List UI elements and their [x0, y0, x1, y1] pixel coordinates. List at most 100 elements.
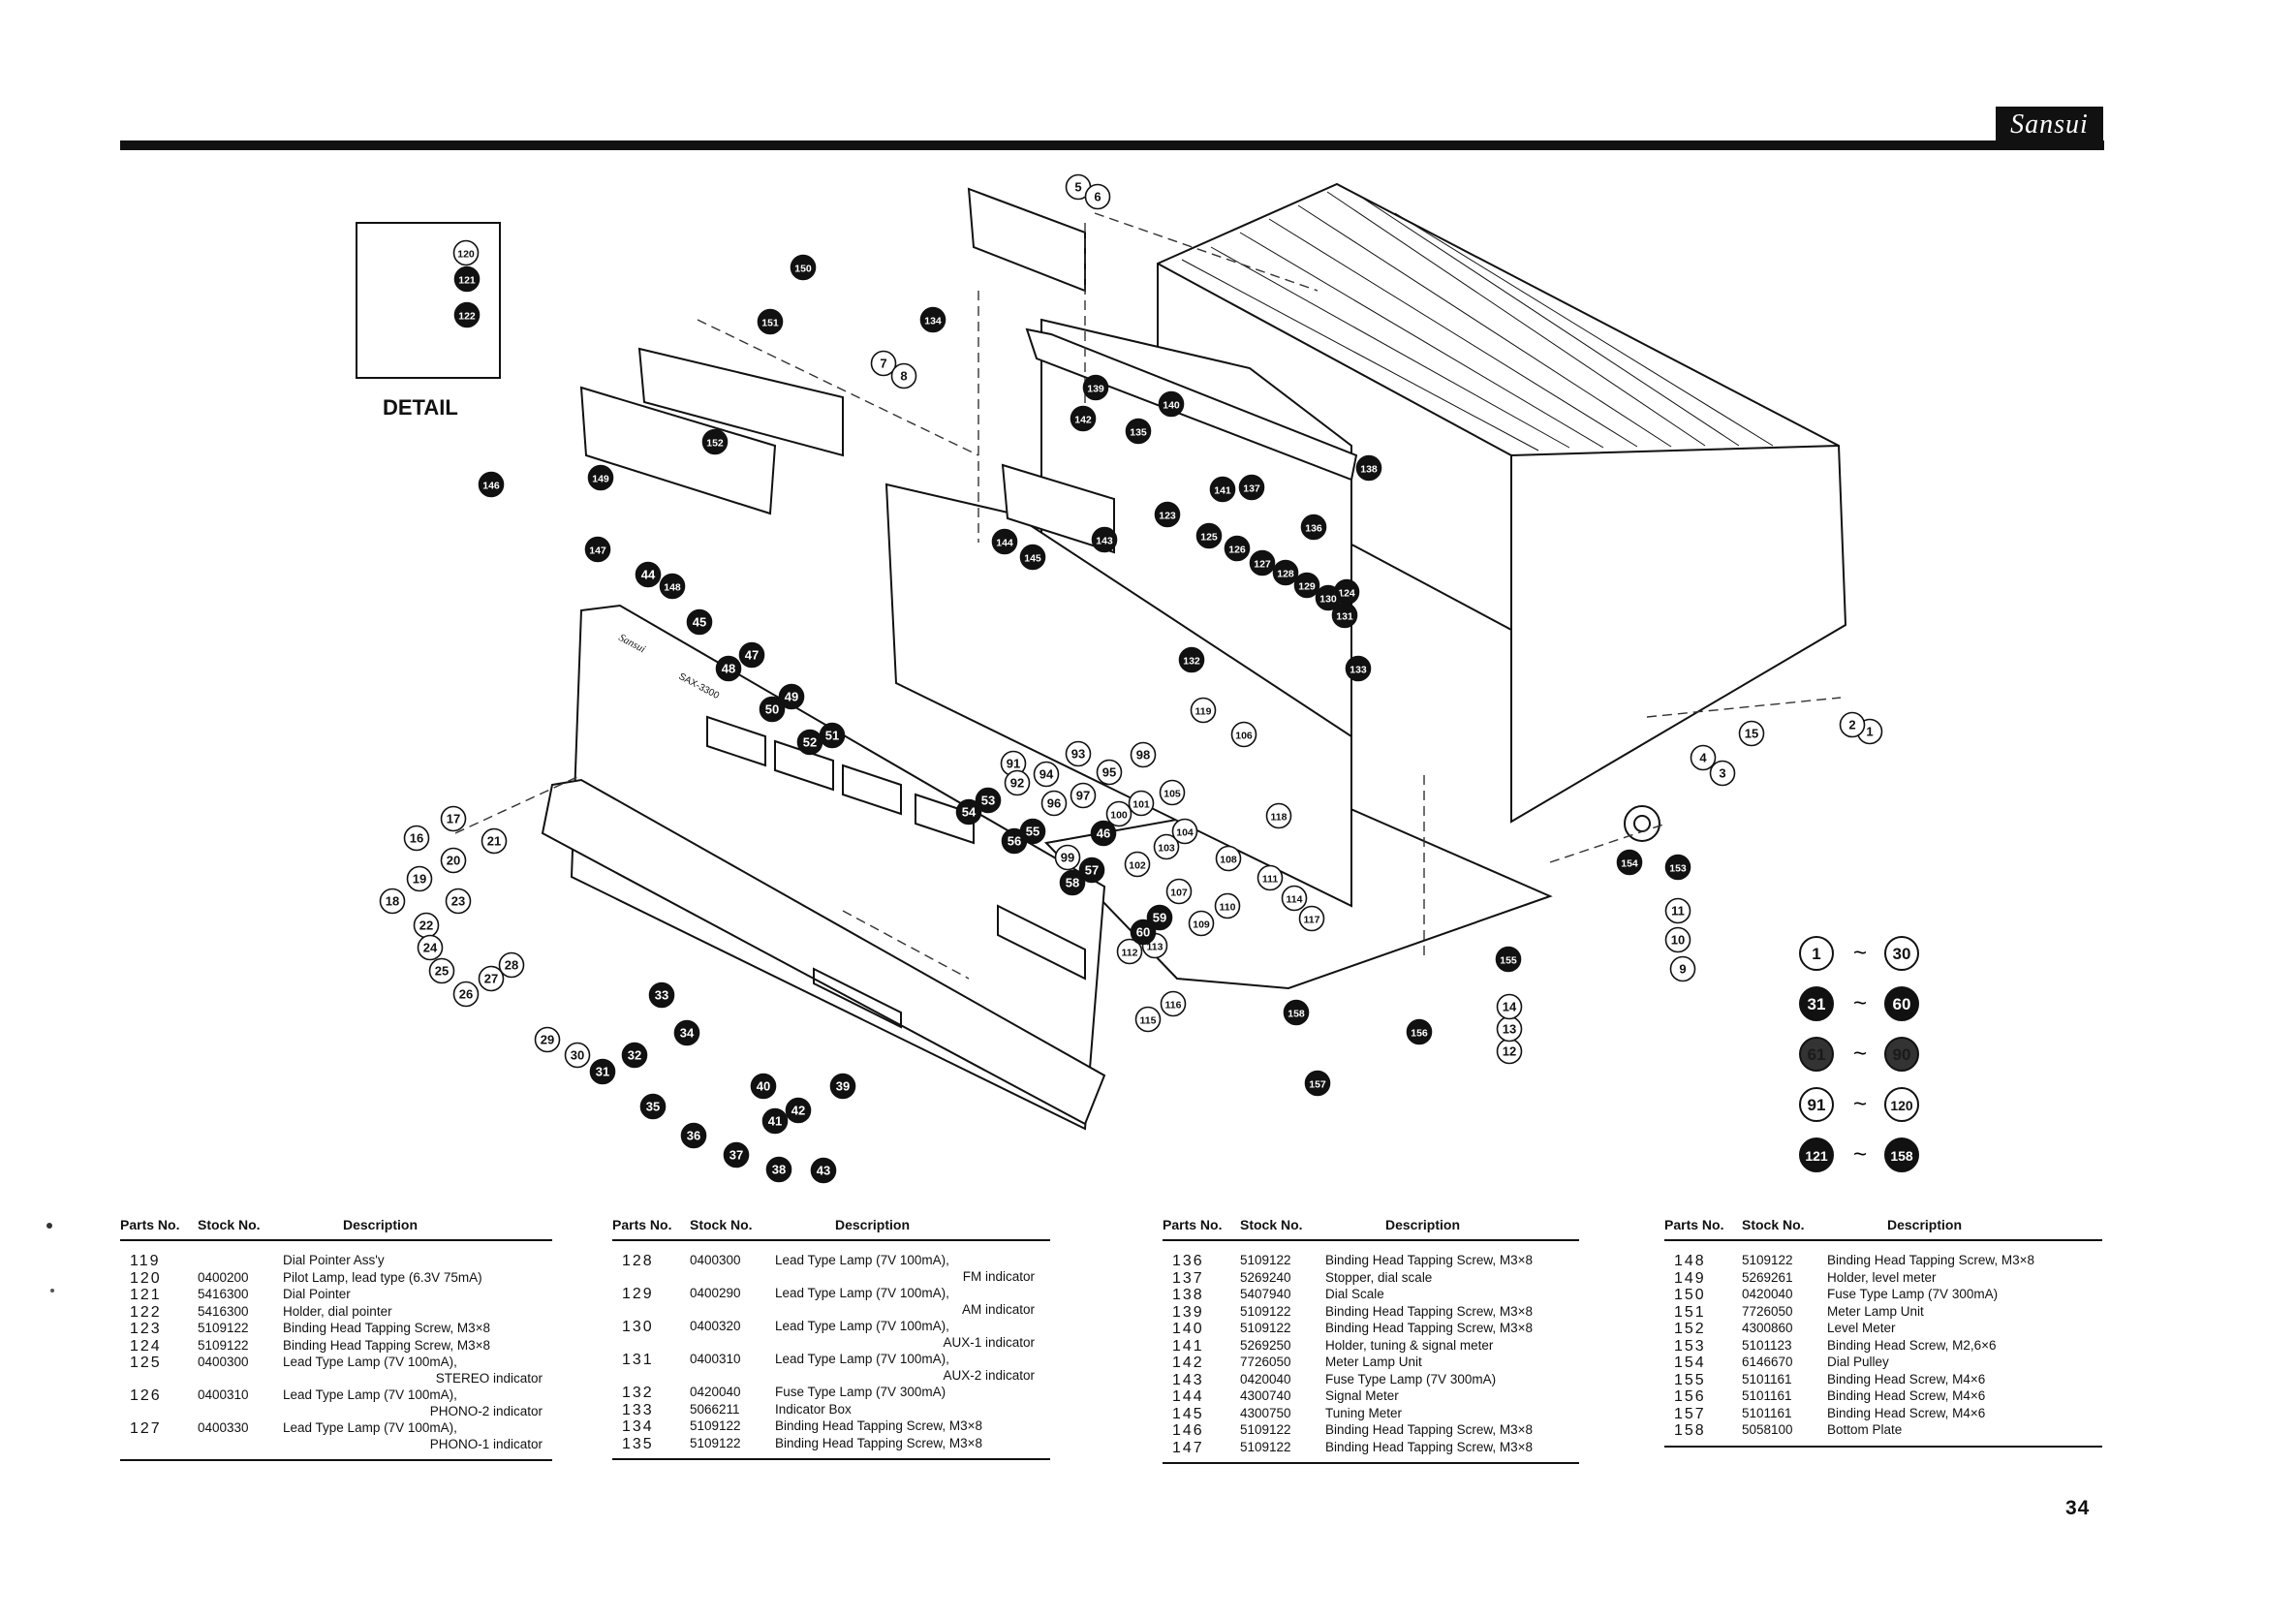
- callout-38: 38: [765, 1156, 792, 1183]
- callout-label: 40: [757, 1079, 770, 1094]
- column-header-stock-no: Stock No.: [690, 1217, 753, 1232]
- callout-94: 94: [1033, 761, 1060, 788]
- cell-desc: Fuse Type Lamp (7V 300mA): [1827, 1287, 1999, 1301]
- cell-stock: 5109122: [690, 1435, 741, 1450]
- callout-label: 20: [447, 854, 460, 868]
- callout-label: 34: [680, 1026, 695, 1041]
- callout-21: 21: [481, 827, 508, 855]
- cell-stock: 5109122: [1240, 1321, 1291, 1335]
- cover-shading: [1181, 191, 1774, 452]
- callout-53: 53: [975, 787, 1002, 814]
- callout-label: 58: [1066, 876, 1079, 890]
- table-header: Parts No.Stock No.Description: [612, 1214, 1050, 1241]
- callout-label: 137: [1243, 483, 1260, 495]
- legend-marker: [1884, 1037, 1919, 1072]
- callout-label: 158: [1288, 1009, 1305, 1020]
- callout-135: 135: [1125, 418, 1152, 445]
- callout-label: 92: [1010, 776, 1024, 791]
- callout-label: 127: [1254, 559, 1271, 571]
- escutcheon: [541, 778, 1106, 1126]
- callout-label: 35: [646, 1100, 660, 1114]
- legend-marker: [1799, 1137, 1834, 1172]
- callout-label: 138: [1360, 464, 1378, 476]
- cell-part: 127: [130, 1420, 162, 1437]
- cell-stock: 0400310: [198, 1387, 249, 1402]
- callout-121: 121: [453, 265, 481, 293]
- column-header-parts-no: Parts No.: [1664, 1217, 1724, 1232]
- callout-label: 97: [1076, 789, 1090, 803]
- tuning-meter-holder: [1001, 463, 1115, 554]
- cell-part: 151: [1674, 1303, 1706, 1321]
- cell-part: 124: [130, 1337, 162, 1355]
- legend-sep: ~: [1853, 940, 1867, 966]
- cell-stock: 6146670: [1742, 1355, 1793, 1369]
- level-meter-block: [637, 347, 844, 457]
- callout-110: 110: [1214, 892, 1241, 919]
- callout-label: 55: [1026, 825, 1039, 839]
- callout-39: 39: [829, 1073, 856, 1100]
- cell-stock: 5066211: [690, 1401, 740, 1417]
- cell-part: 140: [1172, 1321, 1204, 1337]
- front-subpanel: [884, 483, 1352, 908]
- cell-part: 156: [1674, 1388, 1706, 1405]
- cell-stock: 5109122: [1240, 1439, 1291, 1454]
- callout-label: 130: [1319, 594, 1337, 606]
- cell-desc: Holder, dial pointer: [283, 1303, 392, 1319]
- legend-label: 158: [1890, 1148, 1913, 1164]
- cell-desc: Fuse Type Lamp (7V 300mA): [775, 1385, 946, 1399]
- callout-111: 111: [1257, 864, 1284, 891]
- cell-desc: Dial Pulley: [1827, 1355, 1889, 1369]
- callout-99: 99: [1054, 844, 1081, 871]
- cell-desc: Tuning Meter: [1325, 1405, 1403, 1420]
- cell-desc: Binding Head Screw, M2,6×6: [1827, 1337, 1997, 1353]
- cell-stock: 5109122: [198, 1321, 249, 1335]
- callout-103: 103: [1153, 833, 1180, 860]
- callout-139: 139: [1082, 374, 1109, 401]
- column-header-description: Description: [1385, 1217, 1461, 1232]
- cell-part: 120: [130, 1269, 162, 1287]
- callout-2: 2: [1839, 711, 1866, 738]
- callout-label: 149: [592, 474, 609, 485]
- callout-108: 108: [1215, 845, 1242, 872]
- cell-stock: 5101161: [1742, 1405, 1792, 1420]
- cell-desc: Lead Type Lamp (7V 100mA),: [775, 1286, 949, 1300]
- callout-119: 119: [1190, 697, 1217, 724]
- legend-marker: [1884, 936, 1919, 971]
- cell-part: 122: [130, 1303, 162, 1321]
- callout-label: 124: [1338, 588, 1355, 600]
- column-header-stock-no: Stock No.: [1240, 1217, 1303, 1232]
- cell-part: 134: [622, 1418, 654, 1435]
- callout-label: 41: [768, 1114, 782, 1129]
- callout-label: 60: [1136, 925, 1150, 940]
- cell-part: 139: [1172, 1303, 1204, 1321]
- margin-mark: [50, 1289, 54, 1293]
- callout-20: 20: [440, 847, 467, 874]
- column-header-stock-no: Stock No.: [1742, 1217, 1805, 1232]
- cell-desc: Lead Type Lamp (7V 100mA),: [775, 1253, 949, 1267]
- legend-marker: [1884, 1137, 1919, 1172]
- callout-label: 100: [1110, 810, 1128, 822]
- cell-desc: Meter Lamp Unit: [1827, 1303, 1924, 1319]
- cell-stock: 4300750: [1240, 1405, 1291, 1420]
- cell-stock: 0420040: [690, 1385, 741, 1399]
- callout-140: 140: [1158, 390, 1185, 418]
- callout-50: 50: [759, 696, 786, 723]
- callout-118: 118: [1265, 802, 1292, 829]
- cell-part: 141: [1172, 1337, 1204, 1355]
- callout-label: 157: [1309, 1079, 1326, 1091]
- cell-part: 155: [1674, 1371, 1706, 1388]
- cell-stock: 0400290: [690, 1286, 741, 1300]
- dial-scale: [1025, 327, 1358, 482]
- cell-desc: Level Meter: [1827, 1321, 1896, 1335]
- panel-window: [842, 763, 902, 816]
- callout-13: 13: [1496, 1015, 1523, 1043]
